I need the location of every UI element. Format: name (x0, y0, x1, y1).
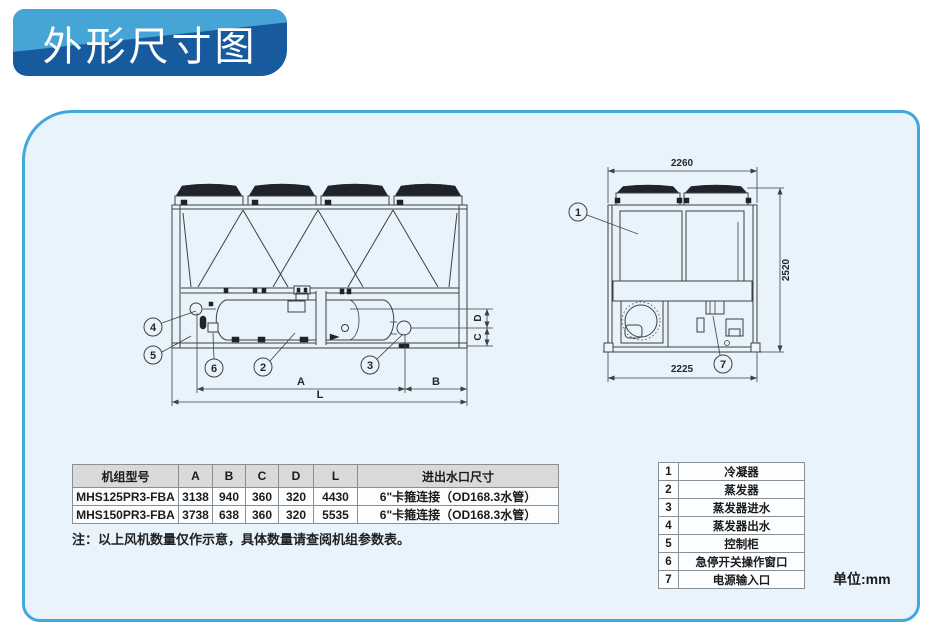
dim-label-d: D (473, 314, 484, 321)
callout-1 (568, 202, 588, 222)
dim-label-b: B (432, 376, 440, 388)
spec-header-model: 机组型号 (72, 464, 179, 488)
front-view-drawing: D C A B L 4 5 6 2 (143, 183, 493, 406)
condenser-fans-side (614, 184, 752, 206)
spec-cell-d: 320 (278, 505, 314, 524)
legend-row: 7 电源输入口 (658, 570, 805, 589)
callout-6 (204, 358, 224, 378)
legend-name: 急停开关操作窗口 (678, 552, 805, 571)
front-dim-abl: A B L (171, 313, 468, 406)
legend-row: 3 蒸发器进水 (658, 498, 805, 517)
spec-header-a: A (178, 464, 213, 488)
spec-cell-a: 3738 (178, 505, 213, 524)
legend-name: 冷凝器 (678, 462, 805, 481)
side-callouts: 1 7 (568, 202, 733, 374)
dim-label-a: A (297, 376, 305, 388)
svg-text:1: 1 (575, 207, 581, 219)
spec-header-pipe: 进出水口尺寸 (357, 464, 559, 488)
legend-name: 电源输入口 (678, 570, 805, 589)
svg-text:2: 2 (260, 362, 266, 374)
v-coil-section (182, 209, 458, 295)
callout-7 (713, 354, 733, 374)
legend-name: 蒸发器出水 (678, 516, 805, 535)
spec-row-mhs150: MHS150PR3-FBA 3738 638 360 320 5535 6"卡箍… (72, 505, 559, 524)
spec-header-b: B (212, 464, 246, 488)
legend-row: 4 蒸发器出水 (658, 516, 805, 535)
technical-drawings: D C A B L 4 5 6 2 (143, 158, 792, 406)
legend-row: 5 控制柜 (658, 534, 805, 553)
svg-text:5: 5 (150, 350, 156, 362)
spec-header-d: D (278, 464, 314, 488)
valve-stem (199, 315, 207, 330)
callout-2 (253, 357, 273, 377)
legend-row: 2 蒸发器 (658, 480, 805, 499)
callout-3 (360, 355, 380, 375)
callout-4 (143, 317, 163, 337)
dim-label-c: C (473, 333, 484, 340)
condenser-coil-panels (612, 210, 753, 302)
spec-table: 机组型号 A B C D L 进出水口尺寸 MHS125PR3-FBA 3138… (72, 464, 559, 524)
condenser-fans-front (174, 183, 463, 206)
spec-row-mhs125: MHS125PR3-FBA 3138 940 360 320 4430 6"卡箍… (72, 487, 559, 506)
side-view-drawing: 2260 2520 2225 1 7 (568, 158, 792, 382)
spec-cell-b: 940 (212, 487, 246, 506)
page-title: 外形尺寸图 (42, 24, 258, 69)
unit-label: 单位:mm (833, 571, 891, 587)
evaporator-assembly (189, 291, 412, 349)
svg-text:3: 3 (367, 360, 373, 372)
fan-count-note: 注：以上风机数量仅作示意，具体数量请查阅机组参数表。 (72, 532, 411, 547)
spec-cell-pipe: 6"卡箍连接（OD168.3水管） (357, 487, 559, 506)
spec-header-l: L (313, 464, 358, 488)
dim-label-2225: 2225 (671, 364, 694, 375)
page-title-badge: 外形尺寸图 (13, 9, 287, 76)
spec-cell-model: MHS125PR3-FBA (72, 487, 179, 506)
legend-no: 4 (658, 516, 679, 535)
spec-cell-l: 5535 (313, 505, 358, 524)
spec-cell-a: 3138 (178, 487, 213, 506)
spec-cell-b: 638 (212, 505, 246, 524)
legend-name: 蒸发器 (678, 480, 805, 499)
dim-label-2520: 2520 (781, 258, 792, 281)
legend-no: 2 (658, 480, 679, 499)
legend-row: 6 急停开关操作窗口 (658, 552, 805, 571)
emergency-stop-window (207, 322, 219, 333)
spec-cell-l: 4430 (313, 487, 358, 506)
side-dimensions: 2260 2520 2225 (607, 158, 792, 382)
spec-header-row: 机组型号 A B C D L 进出水口尺寸 (72, 464, 559, 488)
legend-no: 7 (658, 570, 679, 589)
dim-label-2260: 2260 (671, 158, 694, 169)
svg-text:4: 4 (150, 322, 157, 334)
legend-table: 1 冷凝器 2 蒸发器 3 蒸发器进水 4 蒸发器出水 5 控制柜 6 急停开关… (658, 462, 805, 589)
spec-cell-model: MHS150PR3-FBA (72, 505, 179, 524)
legend-no: 6 (658, 552, 679, 571)
spec-cell-c: 360 (245, 487, 279, 506)
spec-header-c: C (245, 464, 279, 488)
spec-cell-pipe: 6"卡箍连接（OD168.3水管） (357, 505, 559, 524)
water-inlet-flange (396, 320, 412, 336)
svg-text:6: 6 (211, 363, 217, 375)
dim-label-l: L (317, 389, 324, 401)
legend-name: 蒸发器进水 (678, 498, 805, 517)
compressor-compartment (620, 300, 744, 347)
legend-no: 1 (658, 462, 679, 481)
water-outlet-flange (189, 302, 203, 316)
spec-cell-d: 320 (278, 487, 314, 506)
legend-no: 3 (658, 498, 679, 517)
legend-row: 1 冷凝器 (658, 462, 805, 481)
svg-text:7: 7 (720, 359, 726, 371)
side-frame (603, 204, 762, 353)
front-callouts: 4 5 6 2 3 (143, 310, 404, 378)
spec-cell-c: 360 (245, 505, 279, 524)
front-dim-cd: D C (350, 308, 493, 347)
legend-no: 5 (658, 534, 679, 553)
callout-5 (143, 345, 163, 365)
legend-name: 控制柜 (678, 534, 805, 553)
